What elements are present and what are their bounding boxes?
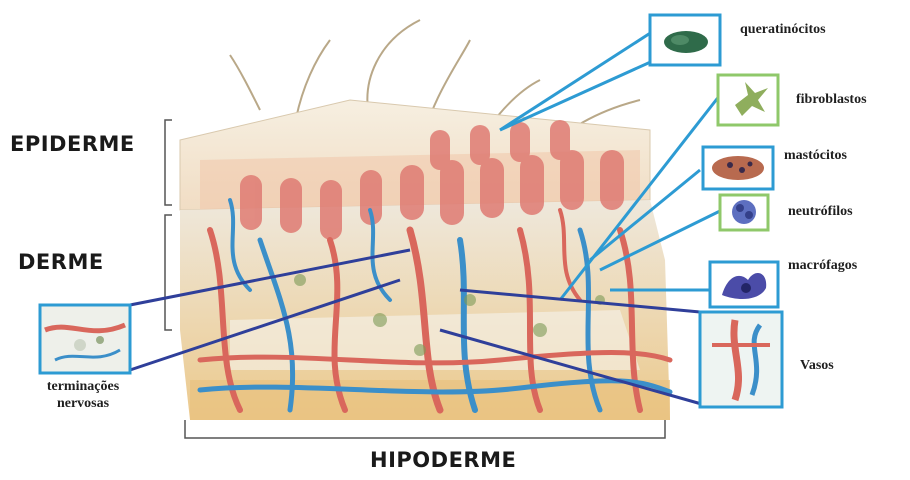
- keratinocytes-label: queratinócitos: [740, 22, 826, 38]
- hypodermis-label: HIPODERME: [370, 448, 516, 472]
- fibroblasts-label: fibroblastos: [796, 92, 867, 108]
- mast-cells-label: mastócitos: [784, 148, 847, 164]
- mast-cell-callout-box: [703, 147, 773, 189]
- vessels-label: Vasos: [800, 358, 834, 374]
- dermis-label: DERME: [18, 250, 104, 274]
- nerve-endings-label: terminações nervosas: [28, 378, 138, 412]
- epidermis-label: EPIDERME: [10, 132, 135, 156]
- macrophages-label: macrófagos: [788, 258, 857, 274]
- nerve-endings-callout-box: [40, 305, 130, 373]
- vessels-callout-box: [700, 312, 782, 407]
- nerve-endings-label-line1: terminações: [28, 378, 138, 395]
- neutrophils-label: neutrófilos: [788, 204, 853, 220]
- neutrophil-callout-box: [720, 195, 768, 230]
- keratinocyte-callout-box: [650, 15, 720, 65]
- macrophage-callout-box: [710, 262, 778, 307]
- fibroblast-callout-box: [718, 75, 778, 125]
- nerve-endings-label-line2: nervosas: [28, 395, 138, 412]
